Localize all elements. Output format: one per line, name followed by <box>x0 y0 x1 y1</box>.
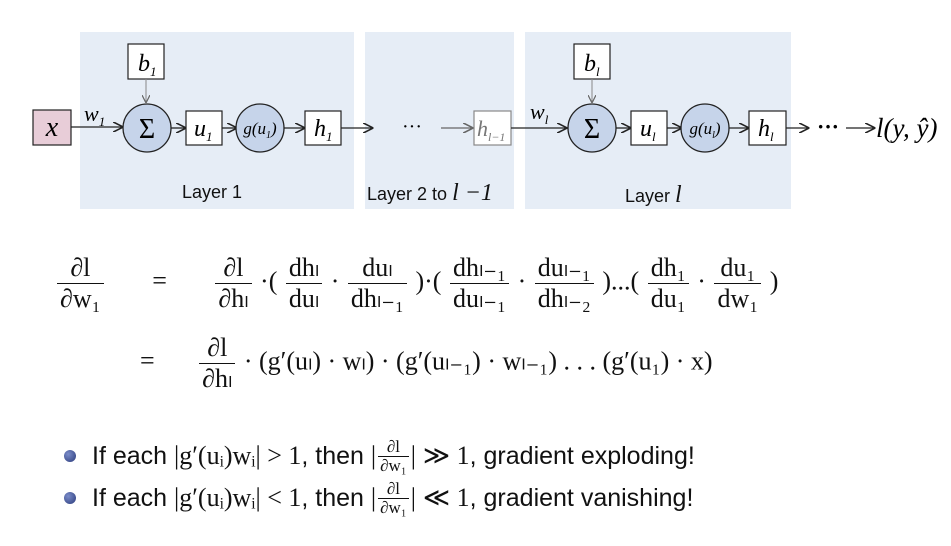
u-first-box <box>185 110 223 146</box>
u-last-label: ul <box>640 116 656 144</box>
equals-2: = <box>140 346 155 376</box>
input-label: x <box>45 112 59 143</box>
bullet-dot <box>64 492 76 505</box>
bullet-condition: |g′(uᵢ)wᵢ| < 1 <box>174 483 302 513</box>
bullet-fraction: ∂l∂w₁ <box>378 437 409 475</box>
weight-first-label: w1 <box>84 101 105 129</box>
bullet-tail: gradient vanishing! <box>483 483 694 512</box>
h-first-label: h1 <box>314 116 333 144</box>
tail-ellipsis: ··· <box>817 114 839 139</box>
bullet-then: then <box>315 441 364 470</box>
h-last-box <box>748 110 787 146</box>
h-first-box <box>304 110 342 146</box>
loss-label: l(y, ŷ) <box>876 113 937 143</box>
bullet-tail: gradient exploding! <box>483 441 695 470</box>
layer-mid-text: Layer 2 to <box>367 184 453 204</box>
bullet-exploding: If each |g′(uᵢ)wᵢ| > 1, then |∂l∂w₁| ≫ 1… <box>64 438 695 475</box>
g-last-label: g(ul) <box>689 119 720 141</box>
equals-1: = <box>152 266 167 296</box>
bullet-condition: |g′(uᵢ)wᵢ| > 1 <box>174 441 302 471</box>
bullet-prefix: If each <box>92 483 168 512</box>
bias-first-label: b1 <box>138 51 157 79</box>
sum-last-symbol: Σ <box>584 114 600 145</box>
weight-last-label: wl <box>530 99 549 127</box>
h-last-label: hl <box>758 116 774 144</box>
lhs-fraction: ∂l∂w₁ <box>57 253 104 314</box>
middle-ellipsis: ··· <box>402 116 422 138</box>
bias-last-label: bl <box>584 51 600 79</box>
equation-line-2: = ∂l∂hₗ · (g′(uₗ) · wₗ) · (g′(uₗ₋₁) · wₗ… <box>140 333 713 394</box>
bullet-fraction: ∂l∂w₁ <box>378 479 409 517</box>
u-first-label: u1 <box>194 116 213 144</box>
h-prev-label: hl−1 <box>477 116 505 144</box>
layer-last-math: l <box>675 182 682 208</box>
bias-first-box <box>127 43 165 80</box>
bullet-then: then <box>315 483 364 512</box>
u-last-box <box>630 110 668 146</box>
bullet-prefix: If each <box>92 441 168 470</box>
layer-mid-label: Layer 2 to l −1 <box>367 180 493 207</box>
layer-last-label: Layer l <box>625 182 682 209</box>
bullet-vanishing: If each |g′(uᵢ)wᵢ| < 1, then |∂l∂w₁| ≪ 1… <box>64 480 693 517</box>
network-diagram: x w1 b1 Σ u1 g(u1) h1 ··· hl−1 wl bl Σ u… <box>32 43 937 153</box>
frac-1: ∂l∂hₗ <box>215 253 252 314</box>
bullet-dot <box>64 450 76 463</box>
frac-line2: ∂l∂hₗ <box>199 333 236 394</box>
bullet-relation: ≪ 1 <box>422 483 470 513</box>
layer-last-text: Layer <box>625 186 676 206</box>
line2-rest: · (g′(uₗ) · wₗ) · (g′(uₗ₋₁) · wₗ₋₁) . . … <box>243 346 713 376</box>
bullet-relation: ≫ 1 <box>422 441 470 471</box>
g-first-label: g(u1) <box>243 119 277 141</box>
layer-mid-math: l −1 <box>452 180 493 206</box>
layer1-label: Layer 1 <box>182 182 243 202</box>
sum-first-symbol: Σ <box>139 114 155 145</box>
